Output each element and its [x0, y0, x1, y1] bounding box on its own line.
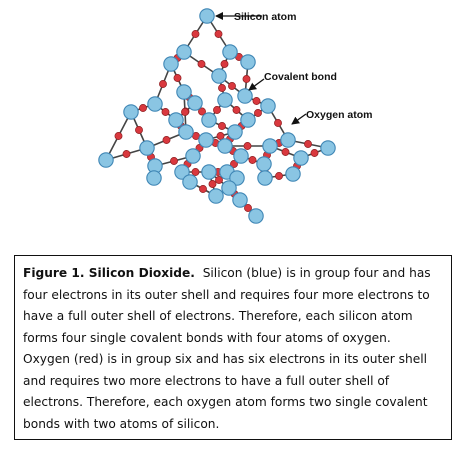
- oxygen-atom: [191, 30, 200, 38]
- oxygen-atom: [242, 75, 251, 83]
- silicon-atom: [123, 104, 139, 120]
- oxygen-atom: [122, 150, 131, 158]
- oxygen-atom: [213, 106, 221, 114]
- silicon-atom: [174, 164, 190, 180]
- silicon-atom: [147, 96, 163, 112]
- oxygen-atom: [208, 180, 217, 188]
- silicon-atom: [233, 148, 249, 164]
- silicon-atom: [178, 124, 194, 140]
- caption-paragraph-silicon: Figure 1. Silicon Dioxide. Silicon (blue…: [23, 263, 445, 349]
- figure-caption-box: Figure 1. Silicon Dioxide. Silicon (blue…: [14, 255, 452, 440]
- silicon-dioxide-diagram: Silicon atom Covalent bond Oxygen atom: [98, 8, 373, 224]
- silicon-atom: [176, 44, 192, 60]
- silicon-atom: [280, 132, 296, 148]
- oxygen-atom: [310, 149, 319, 157]
- caption-title: Figure 1. Silicon Dioxide.: [23, 266, 195, 280]
- oxygen-atom-arrow: [291, 113, 307, 125]
- oxygen-atom: [304, 140, 312, 148]
- silicon-atom: [222, 44, 238, 60]
- oxygen-atom: [159, 80, 167, 88]
- silicon-atoms-layer: [98, 8, 336, 224]
- oxygen-atom: [161, 108, 170, 116]
- oxygen-atom: [230, 160, 238, 168]
- oxygen-atom: [218, 122, 226, 130]
- silicon-atom: [260, 98, 276, 114]
- oxygen-atom: [214, 30, 223, 38]
- silicon-atom: [201, 164, 217, 180]
- silicon-atom: [199, 8, 215, 24]
- oxygen-atom: [173, 74, 182, 82]
- silicon-atom: [227, 124, 243, 140]
- oxygen-atom: [274, 119, 282, 127]
- silicon-atom: [146, 170, 162, 186]
- oxygen-atom: [275, 172, 283, 180]
- oxygen-atom: [197, 60, 206, 68]
- silicon-atom: [248, 208, 264, 224]
- oxygen-atom: [198, 107, 206, 116]
- covalent-bond-label: Covalent bond: [264, 71, 337, 83]
- silicon-atom: [163, 56, 179, 72]
- oxygen-atom: [139, 104, 147, 112]
- silicon-atom: [217, 92, 233, 108]
- silicon-atom: [293, 150, 309, 166]
- oxygen-atom: [162, 136, 171, 144]
- covalent-bond-arrow: [248, 78, 265, 91]
- silicon-atom-callout: Silicon atom: [215, 11, 296, 23]
- caption-paragraph-oxygen: Oxygen (red) is in group six and has six…: [23, 352, 428, 431]
- silicon-atom: [285, 166, 301, 182]
- oxygen-atom: [135, 126, 143, 134]
- oxygen-atom: [232, 106, 241, 114]
- oxygen-atom: [248, 156, 257, 164]
- silicon-atom: [185, 148, 201, 164]
- oxygen-atom: [216, 132, 225, 140]
- oxygen-atom: [181, 108, 189, 116]
- oxygen-atom: [228, 82, 236, 90]
- oxygen-atom: [191, 168, 200, 176]
- silicon-atom-label: Silicon atom: [234, 11, 296, 23]
- oxygen-atom: [252, 97, 261, 105]
- silicon-atom: [320, 140, 336, 156]
- silicon-atom: [240, 54, 256, 70]
- oxygen-atom-label: Oxygen atom: [306, 109, 373, 121]
- silicon-atom: [221, 180, 237, 196]
- oxygen-atom: [195, 144, 204, 152]
- silicon-atom: [208, 188, 224, 204]
- silicon-atom: [201, 112, 217, 128]
- silicon-atom: [139, 140, 155, 156]
- silicon-atom: [217, 138, 233, 154]
- silicon-atom: [232, 192, 248, 208]
- oxygen-atom: [114, 132, 123, 140]
- oxygen-atom-callout: Oxygen atom: [291, 109, 373, 125]
- oxygen-atom: [218, 84, 226, 92]
- oxygen-atom: [170, 157, 178, 165]
- silicon-atom: [198, 132, 214, 148]
- oxygen-atom: [199, 185, 207, 193]
- silicon-atom: [237, 88, 253, 104]
- oxygen-atom: [220, 60, 229, 68]
- silicon-atom: [240, 112, 256, 128]
- caption-silicon-text: Silicon (blue) is in group four and has …: [23, 266, 431, 345]
- silicon-atom: [256, 156, 272, 172]
- oxygen-atom: [215, 176, 223, 184]
- silicon-atom: [211, 68, 227, 84]
- oxygen-atom: [243, 142, 252, 150]
- oxygen-atom: [244, 204, 252, 212]
- silicon-atom: [182, 174, 198, 190]
- covalent-bond-callout: Covalent bond: [248, 71, 337, 91]
- oxygen-atom: [254, 109, 262, 117]
- oxygen-atom: [281, 148, 290, 156]
- silicon-atom: [176, 84, 192, 100]
- silicon-atom: [262, 138, 278, 154]
- silicon-atom: [98, 152, 114, 168]
- bonds-layer: [105, 15, 329, 217]
- silicon-atom: [187, 95, 203, 111]
- silicon-atom: [257, 170, 273, 186]
- silicon-atom: [229, 170, 245, 186]
- silicon-atom: [168, 112, 184, 128]
